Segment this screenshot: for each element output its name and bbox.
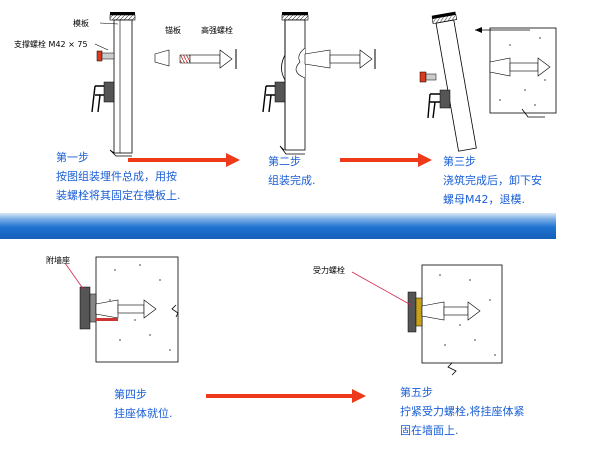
step-3-text: 第三步 浇筑完成后，卸下安 螺母M42，退模. [443,152,542,209]
step-4-drawing [64,256,179,363]
label-attachment: 附墙座 [46,256,70,265]
step-1-text: 第一步 按图组装埋件总成，用按 装螺栓将其固定在模板上. [56,148,181,205]
step-3-line-2: 螺母M42，退模. [443,193,525,206]
arrow-step-2-to-3 [340,153,432,167]
label-support-bolt: 支撑螺栓 M42 × 75 [14,40,88,49]
step-5-drawing [351,264,503,376]
step-5-line-2: 固在墙面上. [400,424,459,437]
label-high-strength-bolt: 高强螺栓 [201,26,233,35]
step-1-title: 第一步 [56,151,89,164]
label-template: 模板 [73,19,89,28]
section-divider-band [0,213,556,239]
arrow-step-1-to-2 [128,153,240,167]
step-3-title: 第三步 [443,155,476,168]
step-4-title: 第四步 [114,388,147,401]
step-4-line-1: 挂座体就位. [114,407,173,420]
step-3-line-1: 浇筑完成后，卸下安 [443,174,542,187]
label-bearing: 锚板 [165,26,181,35]
step-2-line-1: 组装完成. [268,174,316,187]
step-2-title: 第二步 [268,155,301,168]
step-3-drawing [419,11,557,152]
step-5-text: 第五步 拧紧受力螺栓,将挂座体紧 固在墙面上. [400,383,525,440]
step-5-title: 第五步 [400,386,433,399]
arrow-step-4-to-5 [206,389,366,403]
step-2-text: 第二步 组装完成. [268,152,316,190]
step-1-drawing [91,12,237,157]
step-2-drawing [262,12,376,155]
step-5-line-1: 拧紧受力螺栓,将挂座体紧 [400,405,525,418]
step-4-text: 第四步 挂座体就位. [114,385,173,423]
label-stress-bolt: 受力螺栓 [313,266,345,275]
step-1-line-1: 按图组装埋件总成，用按 [56,170,177,183]
step-1-line-2: 装螺栓将其固定在模板上. [56,189,181,202]
